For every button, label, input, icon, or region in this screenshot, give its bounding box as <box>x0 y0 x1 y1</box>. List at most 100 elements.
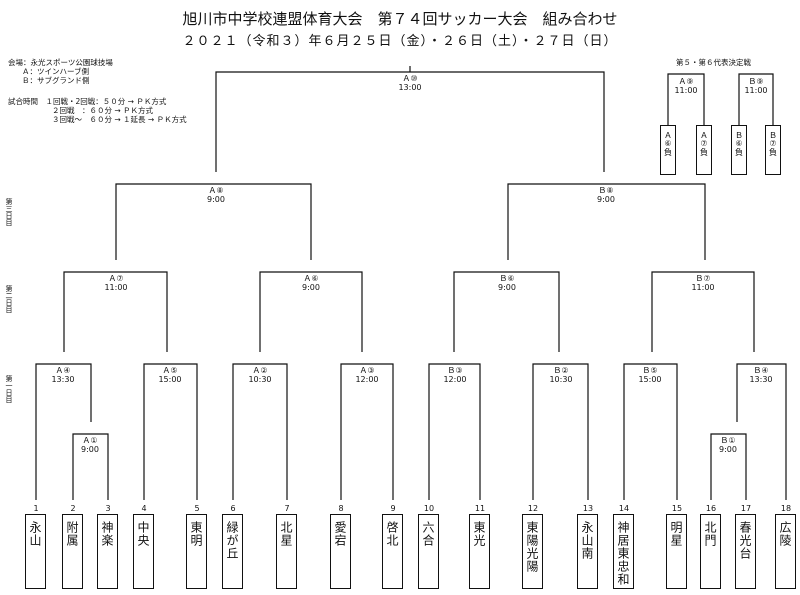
match-time: 13:30 <box>51 375 75 384</box>
match-label: Ｂ④ <box>753 366 769 375</box>
team-number: 14 <box>618 504 630 513</box>
placement-title: 第５・第６代表決定戦 <box>676 58 751 67</box>
match-rules: 試合時間 １回戦・2回戦：５０分 → ＰＫ方式 ２回戦 ：６０分 → ＰＫ方式 … <box>8 97 187 124</box>
team-box: 啓北 <box>382 514 403 589</box>
team-name: 東明 <box>189 521 203 547</box>
team-number: 1 <box>33 504 39 513</box>
day-label: 第二日目 <box>5 285 13 313</box>
team-name: 北星 <box>279 521 293 547</box>
team-number: 9 <box>390 504 396 513</box>
venue-line: Ａ：ツインハーブ側 <box>22 67 90 76</box>
placement-slot-label: Ｂ⑥負 <box>734 131 744 156</box>
team-name: 附属 <box>65 521 79 547</box>
team-box: 六合 <box>418 514 439 589</box>
match-label: Ａ④ <box>55 366 71 375</box>
page-subtitle: ２０２１（令和３）年６月２５日（金）・２６日（土）・２７日（日） <box>182 34 618 49</box>
team-box: 附属 <box>62 514 83 589</box>
team-number: 17 <box>740 504 752 513</box>
placement-slot-label: Ａ⑥負 <box>663 131 673 156</box>
team-number: 15 <box>671 504 683 513</box>
match-round1: Ａ⑤ 15:00 <box>140 366 200 384</box>
match-quarter: Ｂ⑥ 9:00 <box>477 274 537 292</box>
team-box: 北門 <box>700 514 721 589</box>
match-time: 11:00 <box>691 283 715 292</box>
venue-info: 会場：永光スポーツ公園球技場 Ａ：ツインハーブ側 Ｂ：サブグランド側 <box>8 58 113 85</box>
team-name: 広陵 <box>778 521 792 547</box>
day-label: 第三日目 <box>5 198 13 226</box>
team-number: 12 <box>527 504 539 513</box>
match-label: Ａ⑩ <box>402 74 418 83</box>
team-box: 緑が丘 <box>222 514 243 589</box>
team-box: 永山南 <box>577 514 598 589</box>
team-box: 明星 <box>666 514 687 589</box>
match-placement: Ｂ⑨ 11:00 <box>726 77 786 95</box>
match-round1: Ａ③ 12:00 <box>337 366 397 384</box>
match-time: 9:00 <box>719 445 737 454</box>
team-box: 愛宕 <box>330 514 351 589</box>
match-round1: Ｂ③ 12:00 <box>425 366 485 384</box>
match-time: 10:30 <box>549 375 573 384</box>
match-label: Ｂ⑤ <box>642 366 658 375</box>
match-label: Ａ① <box>82 436 98 445</box>
team-name: 北門 <box>703 521 717 547</box>
match-round1: Ａ④ 13:30 <box>33 366 93 384</box>
match-final: Ａ⑩ 13:00 <box>380 74 440 92</box>
match-round1: Ｂ⑤ 15:00 <box>620 366 680 384</box>
team-name: 春光台 <box>738 521 752 560</box>
team-box: 広陵 <box>775 514 796 589</box>
team-number: 4 <box>141 504 147 513</box>
team-number: 2 <box>70 504 76 513</box>
team-number: 18 <box>780 504 792 513</box>
team-box: 東明 <box>186 514 207 589</box>
team-number: 11 <box>474 504 486 513</box>
placement-slot-label: Ａ⑦負 <box>699 131 709 156</box>
team-name: 東陽光陽 <box>525 521 539 573</box>
match-label: Ａ⑥ <box>303 274 319 283</box>
match-time: 13:00 <box>398 83 422 92</box>
team-name: 永山南 <box>580 521 594 560</box>
team-name: 神居東忠和 <box>616 521 630 586</box>
team-name: 東光 <box>472 521 486 547</box>
match-time: 15:00 <box>158 375 182 384</box>
team-name: 六合 <box>421 521 435 547</box>
match-time: 10:30 <box>248 375 272 384</box>
team-number: 7 <box>284 504 290 513</box>
match-label: Ａ⑦ <box>108 274 124 283</box>
match-time: 9:00 <box>207 195 225 204</box>
match-time: 11:00 <box>674 86 698 95</box>
team-name: 神楽 <box>100 521 114 547</box>
match-round1: Ｂ④ 13:30 <box>731 366 791 384</box>
day-label: 第一日目 <box>5 375 13 403</box>
match-label: Ｂ⑨ <box>748 77 764 86</box>
team-number: 13 <box>582 504 594 513</box>
team-box: 中央 <box>133 514 154 589</box>
match-label: Ｂ⑧ <box>598 186 614 195</box>
match-label: Ａ⑨ <box>678 77 694 86</box>
match-label: Ｂ③ <box>447 366 463 375</box>
team-box: 北星 <box>276 514 297 589</box>
match-quarter: Ｂ⑦ 11:00 <box>673 274 733 292</box>
venue-line: 会場：永光スポーツ公園球技場 <box>8 58 113 67</box>
team-box: 神楽 <box>97 514 118 589</box>
match-time: 12:00 <box>355 375 379 384</box>
team-number: 8 <box>338 504 344 513</box>
placement-slot-label: Ｂ⑦負 <box>768 131 778 156</box>
match-label: Ｂ⑦ <box>695 274 711 283</box>
match-label: Ａ② <box>252 366 268 375</box>
match-time: 9:00 <box>302 283 320 292</box>
rules-line: ２回戦 ：６０分 → ＰＫ方式 <box>52 106 154 115</box>
match-round1: Ａ② 10:30 <box>230 366 290 384</box>
match-label: Ｂ① <box>720 436 736 445</box>
team-name: 啓北 <box>385 521 399 547</box>
team-number: 3 <box>105 504 111 513</box>
match-time: 9:00 <box>498 283 516 292</box>
rules-line: ３回戦～ ６０分 → １延長 → ＰＫ方式 <box>52 115 187 124</box>
match-label: Ａ⑧ <box>208 186 224 195</box>
match-time: 12:00 <box>443 375 467 384</box>
team-number: 10 <box>423 504 435 513</box>
match-label: Ａ③ <box>359 366 375 375</box>
match-time: 15:00 <box>638 375 662 384</box>
match-placement: Ａ⑨ 11:00 <box>656 77 716 95</box>
match-quarter: Ａ⑦ 11:00 <box>86 274 146 292</box>
